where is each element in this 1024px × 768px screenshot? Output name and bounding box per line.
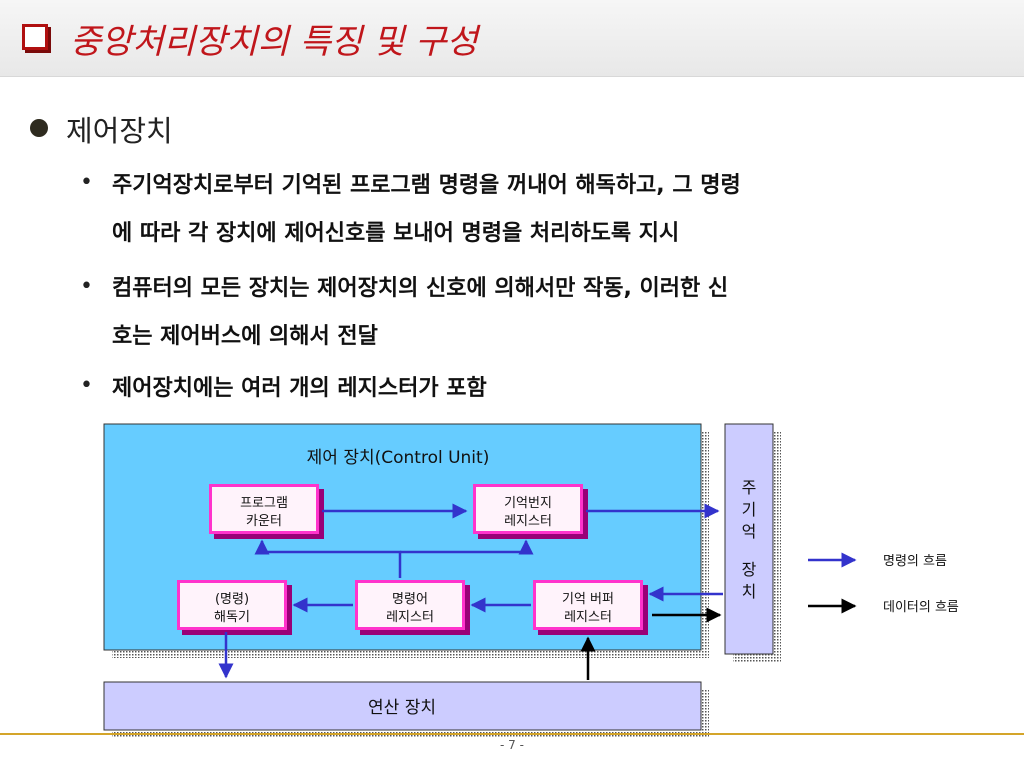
main-memory-char: 기 xyxy=(742,500,757,519)
program-counter-line1: 프로그램 xyxy=(240,496,288,511)
program-counter-box: 프로그램 카운터 xyxy=(209,484,324,539)
section-heading: 제어장치 xyxy=(66,114,173,148)
slide-title: 중앙처리장치의 특징 및 구성 xyxy=(70,22,478,62)
main-memory-char: 치 xyxy=(742,582,757,601)
control-unit-label: 제어 장치(Control Unit) xyxy=(307,448,490,468)
decoder-line1: (명령) xyxy=(215,592,249,607)
checkbox-bullet-icon xyxy=(22,24,48,50)
bullet-3-line-1: 제어장치에는 여러 개의 레지스터가 포함 xyxy=(112,376,487,401)
memory-buffer-register-box: 기억 버퍼 레지스터 xyxy=(533,580,648,635)
legend-data-flow-label: 데이터의 흐름 xyxy=(883,600,959,615)
program-counter-line2: 카운터 xyxy=(246,514,282,529)
title-bar: 중앙처리장치의 특징 및 구성 xyxy=(0,0,1024,77)
main-memory-char: 주 xyxy=(742,478,757,497)
main-memory-char: 억 xyxy=(742,522,757,541)
alu-label: 연산 장치 xyxy=(368,698,436,718)
mbr-line2: 레지스터 xyxy=(564,610,612,625)
bullet-2-line-1: 컴퓨터의 모든 장치는 제어장치의 신호에 의해서만 작동, 이러한 신 xyxy=(112,276,729,301)
decoder-box: (명령) 해독기 xyxy=(177,580,292,635)
ir-line1: 명령어 xyxy=(392,592,428,607)
mbr-line1: 기억 버퍼 xyxy=(562,592,614,607)
page-number: - 7 - xyxy=(500,738,524,752)
main-memory: 주 기 억 장 치 xyxy=(724,423,781,662)
bullet-marker: • xyxy=(80,170,93,195)
footer-divider xyxy=(0,733,1024,735)
decoder-line2: 해독기 xyxy=(214,610,250,625)
instruction-register-box: 명령어 레지스터 xyxy=(355,580,470,635)
mar-line2: 레지스터 xyxy=(504,514,552,529)
legend-instruction-flow-label: 명령의 흐름 xyxy=(883,554,947,569)
round-bullet-icon xyxy=(30,119,48,137)
bullet-marker: • xyxy=(80,274,93,299)
bullet-1-line-1: 주기억장치로부터 기억된 프로그램 명령을 꺼내어 해독하고, 그 명령 xyxy=(112,173,741,198)
bullet-marker: • xyxy=(80,373,93,398)
arrow-ir-to-mar xyxy=(400,539,534,555)
arithmetic-logic-unit: 연산 장치 xyxy=(103,681,709,738)
main-memory-char: 장 xyxy=(742,560,757,579)
arrow-ir-to-pc xyxy=(254,539,402,578)
bullet-1-line-2: 에 따라 각 장치에 제어신호를 보내어 명령을 처리하도록 지시 xyxy=(112,221,680,246)
mar-line1: 기억번지 xyxy=(504,496,552,511)
ir-line2: 레지스터 xyxy=(386,610,434,625)
bullet-2-line-2: 호는 제어버스에 의해서 전달 xyxy=(112,324,378,349)
memory-address-register-box: 기억번지 레지스터 xyxy=(473,484,588,539)
